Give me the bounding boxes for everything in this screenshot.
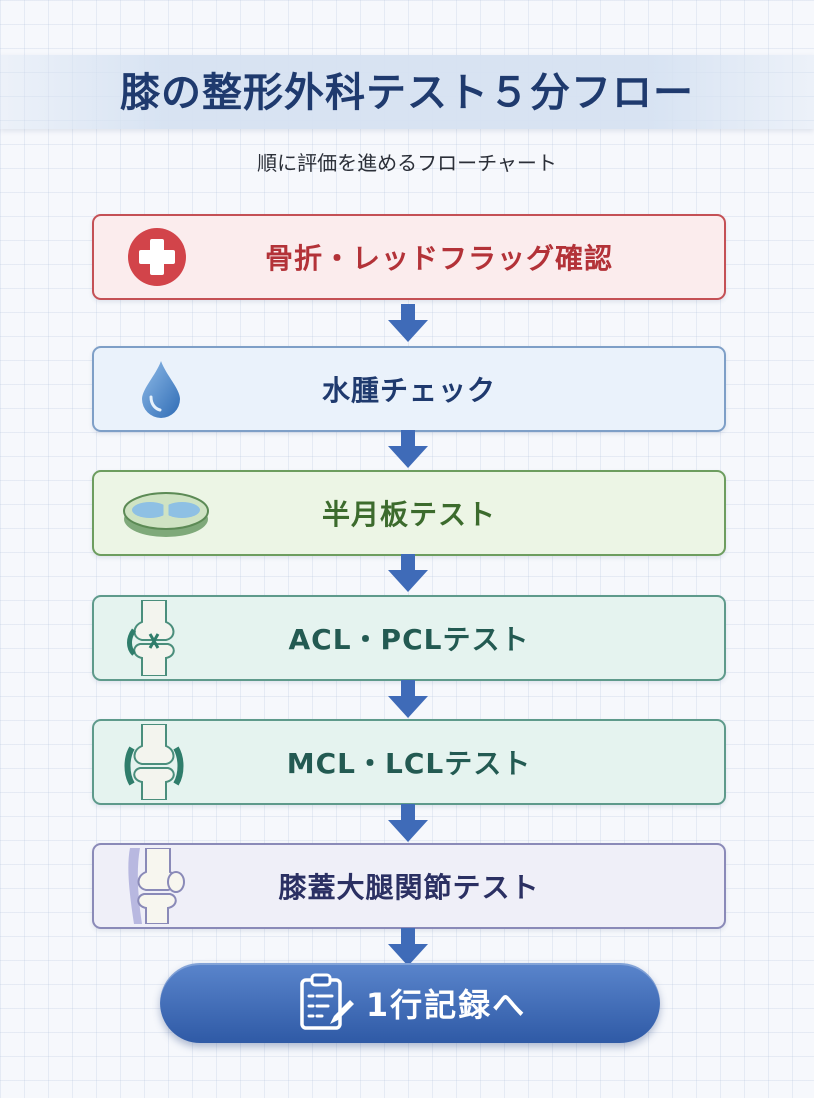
patellofemoral-joint-icon xyxy=(124,848,188,924)
final-step-record: 1行記録へ xyxy=(160,963,660,1043)
step-label: 半月板テスト xyxy=(321,498,496,531)
step-fracture-red-flag: 骨折・レッドフラッグ確認 xyxy=(92,214,726,300)
step-label: 骨折・レッドフラッグ確認 xyxy=(264,242,613,275)
step-label: 膝蓋大腿関節テスト xyxy=(278,871,540,904)
title-band xyxy=(0,55,814,129)
medical-cross-icon xyxy=(126,226,188,288)
clipboard-pen-icon xyxy=(294,972,356,1034)
flow-arrow xyxy=(388,554,428,592)
page-title: 膝の整形外科テスト５分フロー xyxy=(120,70,694,116)
knee-joint-icon xyxy=(124,600,184,676)
flow-arrow xyxy=(388,680,428,718)
step-effusion-check: 水腫チェック xyxy=(92,346,726,432)
step-mcl-lcl-test: MCL・LCLテスト xyxy=(92,719,726,805)
step-patellofemoral-test: 膝蓋大腿関節テスト xyxy=(92,843,726,929)
knee-joint-icon xyxy=(124,724,184,800)
step-meniscus-test: 半月板テスト xyxy=(92,470,726,556)
flow-arrow xyxy=(388,928,428,966)
step-label: ACL・PCLテスト xyxy=(288,623,530,656)
flow-arrow xyxy=(388,430,428,468)
flow-arrow xyxy=(388,304,428,342)
water-drop-icon xyxy=(138,359,184,419)
meniscus-icon xyxy=(120,485,212,541)
page-subtitle: 順に評価を進めるフローチャート xyxy=(257,151,557,175)
final-label: 1行記録へ xyxy=(365,986,527,1024)
flow-arrow xyxy=(388,804,428,842)
step-label: 水腫チェック xyxy=(321,374,496,407)
step-label: MCL・LCLテスト xyxy=(286,747,532,780)
step-acl-pcl-test: ACL・PCLテスト xyxy=(92,595,726,681)
